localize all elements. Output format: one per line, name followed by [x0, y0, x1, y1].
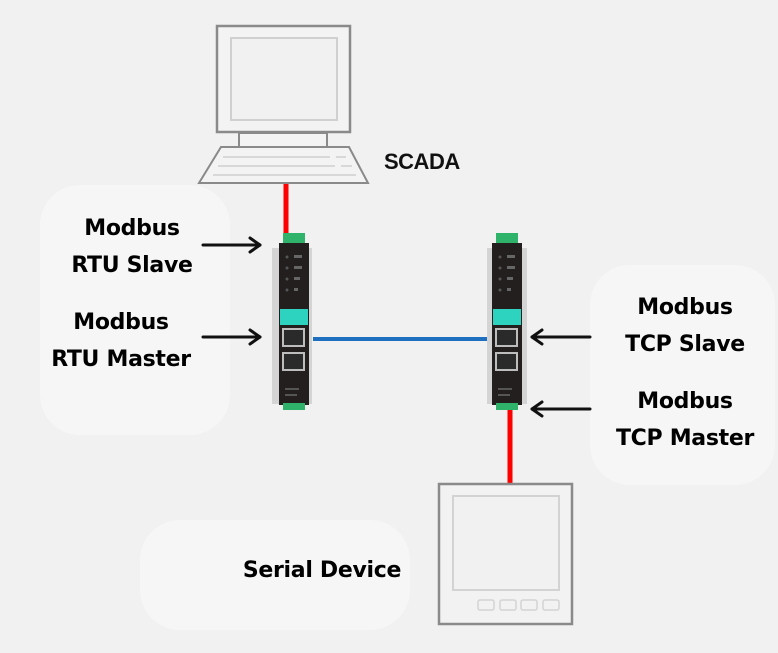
serial-device-label: Serial Device [242, 558, 402, 583]
arrow-left-icon [530, 328, 592, 346]
scada-computer-icon [197, 24, 370, 184]
scada-label: SCADA [384, 149, 460, 174]
rtu-master-label: Modbus RTU Master [36, 304, 206, 378]
rtu-slave-label: Modbus RTU Slave [62, 210, 202, 284]
gateway-rtu-device-icon [272, 233, 312, 410]
background-blob [140, 520, 410, 630]
rtu-slave-label-line1: Modbus [84, 216, 180, 241]
tcp-master-label: Modbus TCP Master [600, 383, 770, 457]
background-blob [590, 265, 775, 485]
background-blob [40, 185, 230, 435]
arrow-right-icon [201, 328, 262, 346]
rtu-slave-label-line2: RTU Slave [71, 253, 193, 278]
serial-device-icon [437, 482, 574, 626]
rtu-master-label-line1: Modbus [73, 310, 169, 335]
gateway-tcp-device-icon [487, 233, 527, 410]
arrow-right-icon [201, 236, 262, 254]
tcp-master-label-line1: Modbus [637, 389, 733, 414]
tcp-slave-label: Modbus TCP Slave [610, 289, 760, 363]
arrow-left-icon [530, 400, 592, 418]
tcp-slave-label-line1: Modbus [637, 295, 733, 320]
tcp-slave-label-line2: TCP Slave [625, 332, 745, 357]
rtu-master-label-line2: RTU Master [51, 347, 191, 372]
tcp-master-label-line2: TCP Master [615, 426, 755, 451]
